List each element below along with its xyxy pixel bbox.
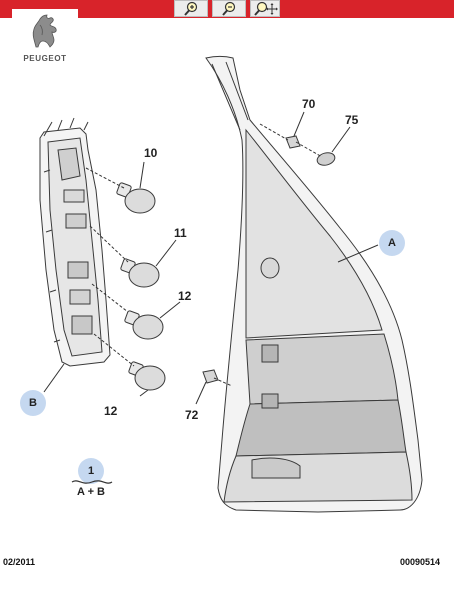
lamp-lens-a — [205, 56, 423, 513]
zoom-out-icon — [222, 1, 236, 16]
zoom-out-button[interactable] — [212, 0, 246, 17]
lamp-housing-b — [39, 117, 111, 367]
zoom-in-icon — [184, 1, 198, 16]
logo-area — [12, 9, 78, 69]
callout-a[interactable]: A — [379, 230, 405, 256]
part-number-10: 10 — [144, 146, 158, 160]
bulb-11 — [120, 258, 160, 288]
callout-b[interactable]: B — [20, 390, 46, 416]
bulb-12-lower — [128, 361, 166, 391]
part-number-12-lower: 12 — [104, 404, 118, 418]
part-number-75: 75 — [345, 113, 359, 127]
part-70-fastener — [285, 135, 301, 149]
footer-date: 02/2011 — [3, 557, 36, 567]
part-number-72: 72 — [185, 408, 199, 422]
zoom-in-button[interactable] — [174, 0, 208, 17]
bulb-10 — [116, 182, 156, 214]
callout-assembly[interactable]: 1 — [78, 458, 104, 484]
assembly-label: A + B — [76, 486, 105, 498]
bulbs — [116, 135, 336, 391]
part-number-11: 11 — [174, 226, 187, 240]
bulb-12-upper — [124, 310, 164, 340]
callout-lines — [43, 111, 379, 405]
zoom-pan-icon — [254, 1, 278, 16]
brand-name: PEUGEOT — [23, 54, 67, 63]
zoom-pan-button[interactable] — [250, 0, 280, 17]
peugeot-lion-logo-icon — [32, 14, 57, 48]
part-number-70: 70 — [302, 97, 316, 111]
assembly-bracket — [71, 480, 113, 484]
part-75-plug — [316, 152, 336, 166]
part-72-nut — [202, 369, 219, 384]
footer-reference: 00090514 — [400, 557, 441, 567]
leader-lines — [85, 123, 323, 387]
part-number-12-upper: 12 — [178, 289, 192, 303]
